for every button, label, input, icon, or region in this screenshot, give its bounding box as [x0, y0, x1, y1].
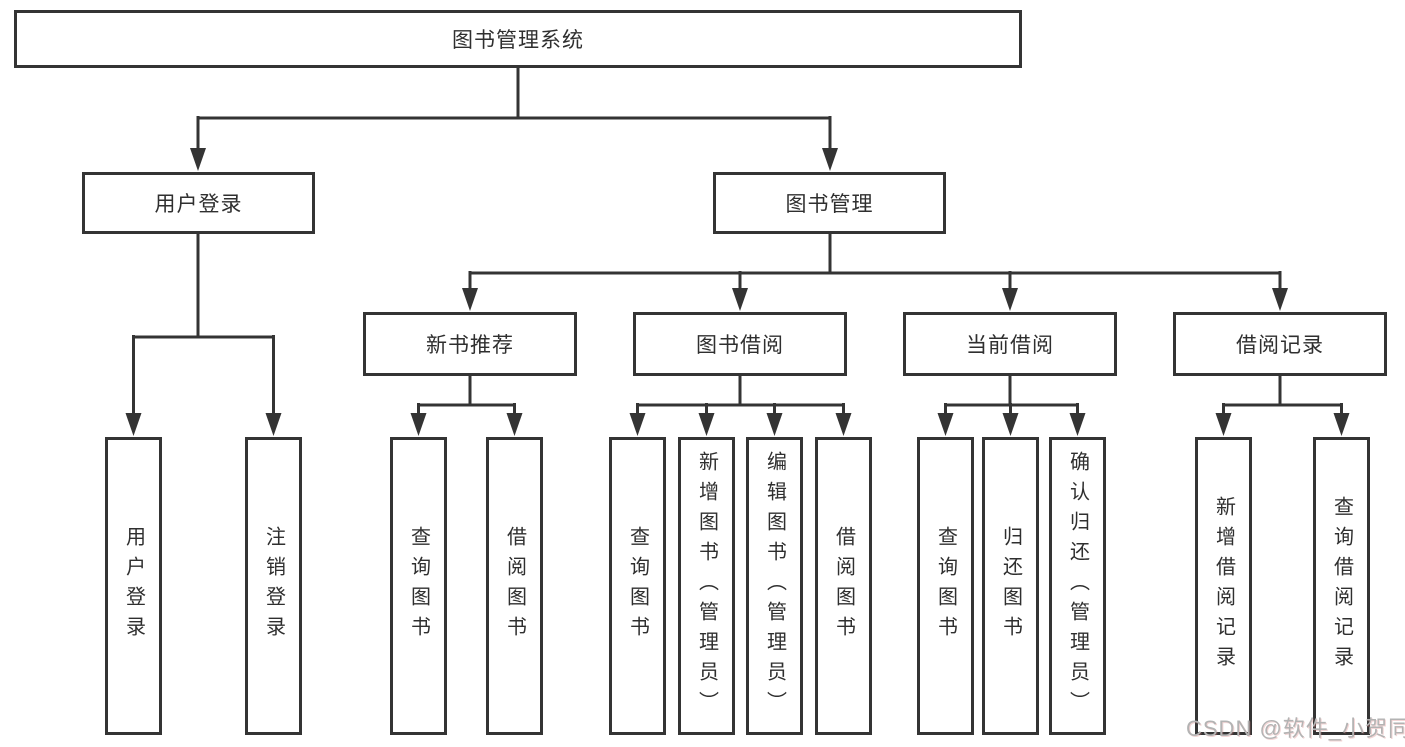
leaf-add-borrow-record: 新增借阅记录 — [1195, 437, 1252, 735]
leaf-query-books-recommend: 查询图书 — [390, 437, 447, 735]
node-user-login: 用户登录 — [82, 172, 315, 234]
node-label: 图书借阅 — [696, 334, 784, 357]
leaf-user-login: 用户登录 — [105, 437, 162, 735]
node-label: 查询图书 — [626, 526, 649, 646]
node-label: 图书管理 — [785, 193, 874, 216]
leaf-query-books-current: 查询图书 — [917, 437, 974, 735]
node-current-borrowing: 当前借阅 — [903, 312, 1117, 376]
leaf-query-borrow-record: 查询借阅记录 — [1313, 437, 1370, 735]
leaf-query-books-borrowing: 查询图书 — [609, 437, 666, 735]
node-book-borrowing: 图书借阅 — [633, 312, 847, 376]
node-label: 新书推荐 — [426, 334, 514, 357]
node-label: 借阅图书 — [832, 526, 855, 646]
node-label: 注销登录 — [262, 526, 285, 646]
node-book-management: 图书管理 — [713, 172, 946, 234]
leaf-logout: 注销登录 — [245, 437, 302, 735]
node-label: 图书管理系统 — [452, 29, 584, 52]
node-label: 借阅图书 — [503, 526, 526, 646]
node-label: 归还图书 — [999, 526, 1022, 646]
node-label: 确认归还（管理员） — [1066, 451, 1089, 721]
node-label: 查询借阅记录 — [1330, 496, 1353, 676]
node-label: 新增图书（管理员） — [695, 451, 718, 721]
leaf-edit-book-admin: 编辑图书（管理员） — [746, 437, 803, 735]
node-book-management-system: 图书管理系统 — [14, 10, 1022, 68]
node-label: 编辑图书（管理员） — [763, 451, 786, 721]
node-label: 当前借阅 — [966, 334, 1054, 357]
node-label: 查询图书 — [934, 526, 957, 646]
leaf-add-book-admin: 新增图书（管理员） — [678, 437, 735, 735]
leaf-return-book: 归还图书 — [982, 437, 1039, 735]
node-label: 用户登录 — [154, 193, 243, 216]
node-label: 新增借阅记录 — [1212, 496, 1235, 676]
node-label: 查询图书 — [407, 526, 430, 646]
leaf-borrow-books: 借阅图书 — [815, 437, 872, 735]
leaf-confirm-return-admin: 确认归还（管理员） — [1049, 437, 1106, 735]
node-new-book-recommendation: 新书推荐 — [363, 312, 577, 376]
leaf-borrow-books-recommend: 借阅图书 — [486, 437, 543, 735]
node-label: 借阅记录 — [1236, 334, 1324, 357]
node-label: 用户登录 — [122, 526, 145, 646]
node-borrowing-records: 借阅记录 — [1173, 312, 1387, 376]
csdn-watermark: CSDN @软件_小贺同学 — [1186, 716, 1405, 741]
